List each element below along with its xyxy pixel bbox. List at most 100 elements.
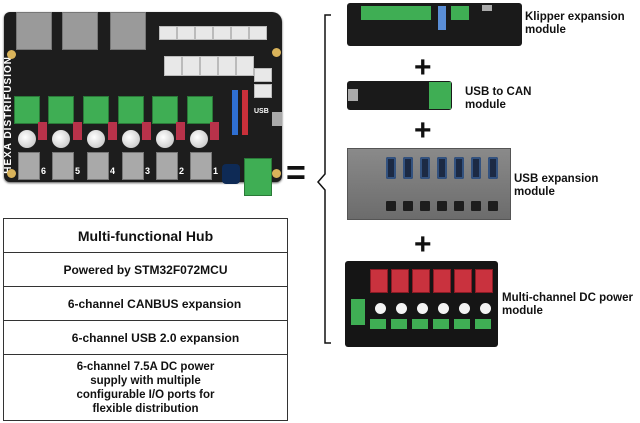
usb-port [471, 157, 481, 179]
slide-switch [190, 152, 212, 180]
connector [231, 26, 249, 40]
power-button [386, 201, 396, 211]
rj45-port [110, 12, 146, 50]
connector [164, 56, 182, 76]
capacitor [18, 130, 36, 148]
terminal-strip [451, 6, 469, 20]
power-button [403, 201, 413, 211]
hub-board-image: USB HEXA DISTRIFUSION 6 5 4 3 2 1 [3, 12, 282, 196]
usb-to-can-module-image [347, 81, 452, 110]
terminal-block [118, 96, 144, 124]
connector [254, 68, 272, 82]
label-line: module [502, 305, 543, 317]
plus-sign: + [414, 228, 432, 261]
features-table: Multi-functional Hub Powered by STM32F07… [3, 218, 288, 421]
channel-number: 2 [179, 166, 185, 176]
terminal-block [412, 319, 428, 329]
terminal-block [14, 96, 40, 124]
connector [213, 26, 231, 40]
led [396, 303, 407, 314]
fuse [73, 122, 82, 140]
channel-number: 6 [41, 166, 47, 176]
channel-number: 5 [75, 166, 81, 176]
brand-text: HEXA DISTRIFUSION [3, 56, 14, 174]
module-label-klipper: Klipper expansion module [525, 11, 625, 37]
label-line: module [525, 24, 566, 36]
slide-switch [122, 152, 144, 180]
table-row: 6-channel USB 2.0 expansion [4, 321, 287, 355]
connector [249, 26, 267, 40]
usb-port [454, 157, 464, 179]
klipper-module-image [347, 3, 522, 46]
table-row-line: flexible distribution [92, 403, 199, 415]
label-line: Multi-channel DC power [502, 292, 633, 304]
terminal-block [351, 299, 365, 325]
connector [200, 56, 218, 76]
label-line: module [514, 186, 555, 198]
usb-port [420, 157, 430, 179]
rj45-port [62, 12, 98, 50]
channel-number: 1 [213, 166, 219, 176]
mount-hole [7, 169, 16, 178]
switch [438, 6, 446, 30]
plus-sign: + [414, 51, 432, 84]
channel-number: 3 [145, 166, 151, 176]
usb-c-port [348, 89, 358, 101]
terminal-block [454, 319, 470, 329]
connector [236, 56, 254, 76]
fuse [38, 122, 47, 140]
rocker-switch [475, 269, 493, 293]
usb-c-port [272, 112, 282, 126]
terminal-block [152, 96, 178, 124]
slide-switch [18, 152, 40, 180]
rocker-switch [412, 269, 430, 293]
usb-label: USB [254, 108, 269, 115]
power-terminal [244, 158, 272, 196]
module-label-usb-to-can: USB to CAN module [465, 86, 531, 112]
power-button [437, 201, 447, 211]
label-line: module [465, 99, 506, 111]
header-pins [242, 90, 248, 135]
brace-connector [317, 14, 331, 344]
label-line: USB expansion [514, 173, 599, 185]
dc-power-module-image [345, 261, 498, 347]
terminal-block [391, 319, 407, 329]
table-title: Multi-functional Hub [4, 219, 287, 253]
terminal-strip [361, 6, 431, 20]
module-label-usb-expansion: USB expansion module [514, 173, 598, 199]
led [438, 303, 449, 314]
capacitor [87, 130, 105, 148]
power-button [488, 201, 498, 211]
terminal-block [48, 96, 74, 124]
connector [182, 56, 200, 76]
terminal-block [429, 82, 451, 109]
equals-sign: = [286, 154, 306, 192]
table-row: Powered by STM32F072MCU [4, 253, 287, 287]
connector [254, 84, 272, 98]
fuse [176, 122, 185, 140]
capacitor [122, 130, 140, 148]
capacitor [52, 130, 70, 148]
mount-hole [272, 48, 281, 57]
mount-hole [272, 169, 281, 178]
label-line: USB to CAN [465, 86, 532, 98]
slide-switch [87, 152, 109, 180]
rocker-switch [454, 269, 472, 293]
table-row-line: configurable I/O ports for [76, 389, 215, 401]
power-button [420, 201, 430, 211]
usb-port [482, 5, 492, 11]
rocker-switch [370, 269, 388, 293]
fuse [108, 122, 117, 140]
led [375, 303, 386, 314]
capacitor [190, 130, 208, 148]
usb-port [403, 157, 413, 179]
connector [195, 26, 213, 40]
plus-sign: + [414, 114, 432, 147]
rocker-switch [433, 269, 451, 293]
table-row-line: 6-channel 7.5A DC power [76, 361, 215, 373]
terminal-block [475, 319, 491, 329]
slide-switch [52, 152, 74, 180]
rj45-port [16, 12, 52, 50]
fuse [142, 122, 151, 140]
power-button [454, 201, 464, 211]
